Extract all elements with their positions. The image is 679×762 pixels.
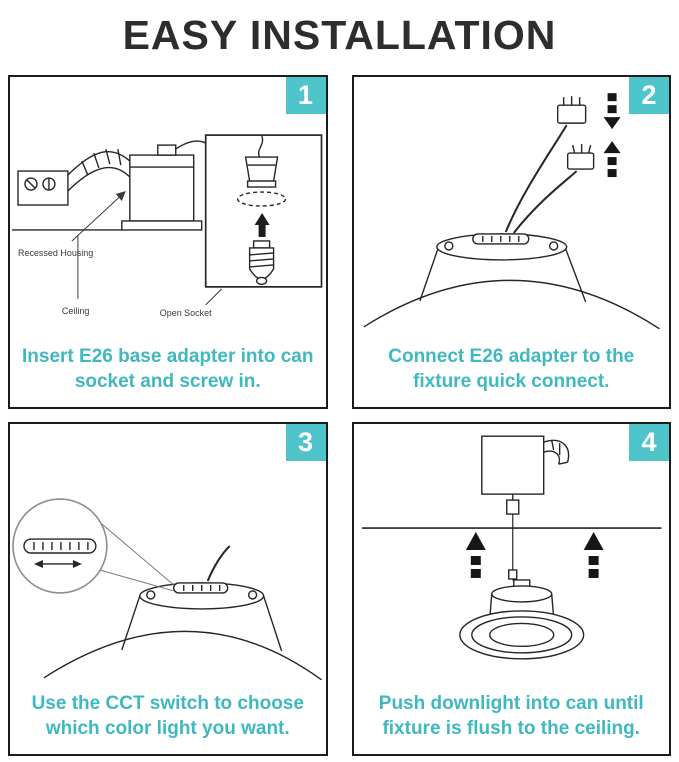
quick-connect-socket [566,144,594,170]
magnifier-leader-lines [99,523,175,592]
ceiling-trim-arc [43,630,322,680]
downlight-can [418,233,586,303]
junction-box [17,170,69,206]
step-panel-2: 2 [351,75,671,409]
step-2-number-badge: 2 [629,77,669,114]
step-panel-3: 3 [8,422,328,756]
fixture-wires [504,124,577,234]
slide-left-right-arrow-icon [33,559,82,568]
label-recessed-housing: Recessed Housing [18,248,93,258]
step-4-art [354,424,670,680]
step-1-caption: Insert E26 base adapter into can socket … [22,345,314,393]
step-3-caption: Use the CCT switch to choose which color… [31,692,304,740]
step4-illustration [361,435,662,660]
step-panel-4: 4 [351,422,671,756]
push-up-arrow-right-icon [583,532,604,578]
step-4-number-badge: 4 [629,424,669,461]
recessed-can-above-ceiling [480,435,569,495]
quick-connect-plug [556,96,586,124]
screw-in-up-arrow-icon [254,212,270,237]
step-2-art [354,77,670,333]
push-up-arrow-left-icon [465,532,486,578]
flex-conduit [67,148,131,192]
label-open-socket: Open Socket [160,308,212,318]
step-panel-1: 1 [8,75,328,409]
step2-illustration [363,93,660,330]
up-arrow-icon [603,141,621,178]
steps-grid: 1 [8,75,671,756]
down-arrow-icon [603,93,621,130]
step1-illustration: Recessed Housing Ceiling Open Socket [11,134,323,318]
step-3-number-badge: 3 [285,424,326,461]
downlight-fixture [458,579,584,660]
step3-illustration [12,498,322,680]
e26-base-adapter [248,240,275,286]
connecting-wire [505,494,520,591]
recessed-can [121,140,207,231]
step-4-caption: Push downlight into can until fixture is… [378,692,644,740]
magnifier-circle [12,498,108,594]
step-1-art: Recessed Housing Ceiling Open Socket [10,77,326,333]
downlight-can [121,545,283,652]
ceiling-trim-arc [363,279,660,330]
cct-switch [23,538,97,554]
step-3-art [10,424,326,680]
label-ceiling: Ceiling [62,306,89,316]
step-2-caption: Connect E26 adapter to the fixture quick… [388,345,635,393]
socket-inset [204,134,323,288]
label-leader-lines [71,191,223,306]
page-title: EASY INSTALLATION [122,12,557,58]
step-1-number-badge: 1 [285,77,326,114]
